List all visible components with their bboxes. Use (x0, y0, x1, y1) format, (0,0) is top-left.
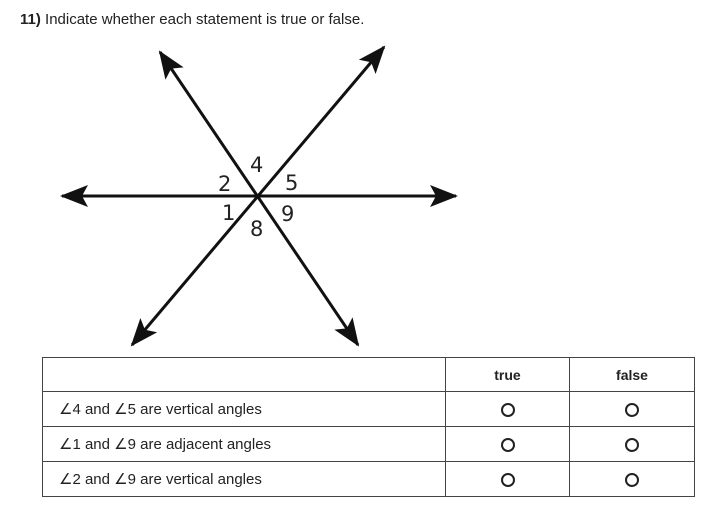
false-option-cell (569, 461, 695, 497)
false-radio-button[interactable] (625, 402, 639, 417)
true-option-cell (445, 391, 570, 427)
question-text: Indicate whether each statement is true … (45, 11, 365, 28)
false-radio-button[interactable] (625, 472, 639, 487)
statement-cell: ∠2 and ∠9 are vertical angles (42, 461, 446, 497)
intersecting-lines-diagram: 2 4 5 1 8 9 (60, 45, 458, 347)
angle-label-8: 8 (250, 217, 263, 241)
table-row: ∠2 and ∠9 are vertical angles (42, 461, 695, 497)
angle-label-1: 1 (222, 201, 235, 225)
question-prompt: 11) Indicate whether each statement is t… (20, 10, 364, 30)
true-option-cell (445, 461, 570, 497)
false-radio-button[interactable] (625, 437, 639, 452)
true-radio-button[interactable] (500, 437, 515, 452)
table-row: ∠1 and ∠9 are adjacent angles (42, 426, 695, 462)
true-radio-button[interactable] (500, 472, 515, 487)
false-option-cell (569, 426, 695, 462)
true-radio-button[interactable] (500, 402, 515, 417)
statement-cell: ∠4 and ∠5 are vertical angles (42, 391, 446, 427)
ascending-line (130, 45, 386, 347)
descending-line (158, 50, 360, 347)
table-header-row: true false (42, 357, 695, 392)
false-option-cell (569, 391, 695, 427)
angle-label-5: 5 (285, 171, 298, 195)
true-false-table: true false ∠4 and ∠5 are vertical angles… (42, 357, 695, 497)
statement-column-header (42, 357, 446, 392)
angle-label-9: 9 (281, 202, 294, 226)
table-row: ∠4 and ∠5 are vertical angles (42, 391, 695, 427)
true-column-header: true (445, 357, 570, 392)
angle-label-4: 4 (250, 153, 263, 177)
question-number: 11) (20, 11, 41, 28)
angle-label-2: 2 (218, 172, 231, 196)
false-column-header: false (569, 357, 695, 392)
statement-cell: ∠1 and ∠9 are adjacent angles (42, 426, 446, 462)
true-option-cell (445, 426, 570, 462)
